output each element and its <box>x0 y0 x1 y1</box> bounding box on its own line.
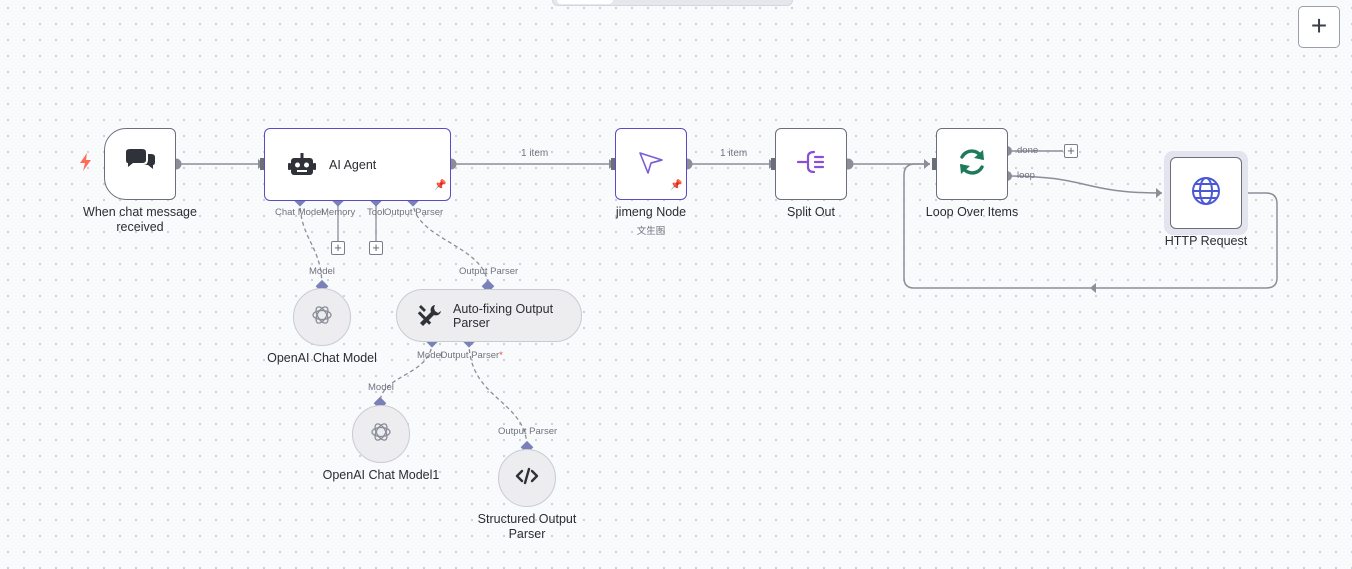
chat-bubbles-icon <box>124 148 156 180</box>
edge-parser-agent <box>412 200 489 288</box>
port-tool: Tool <box>367 207 385 218</box>
chat-trigger-label: When chat message received <box>83 205 197 234</box>
trigger-bolt-icon <box>79 153 93 171</box>
structured-port-label: Output Parser <box>498 426 558 437</box>
port-output-parser: Output Parser <box>384 207 444 218</box>
tools-icon <box>417 303 443 329</box>
jimeng-subtitle: 文生图 <box>636 226 666 237</box>
edge-loop-http <box>1006 175 1163 194</box>
http-request-node[interactable] <box>1170 157 1242 229</box>
refresh-arrows-icon <box>956 146 988 183</box>
auto-fixing-label: Auto-fixing Output Parser <box>453 301 554 330</box>
edge-structured-autofix <box>468 341 528 449</box>
port-loop: loop <box>1017 170 1035 181</box>
jimeng-label: jimeng Node <box>615 205 687 219</box>
add-memory-button[interactable]: + <box>331 241 345 255</box>
required-asterisk: * <box>499 350 503 361</box>
add-tool-button[interactable]: + <box>369 241 383 255</box>
split-out-label: Split Out <box>787 205 835 219</box>
structured-output-parser-node[interactable] <box>498 449 556 507</box>
robot-icon <box>287 152 317 177</box>
add-node-button[interactable]: + <box>1298 6 1340 48</box>
jimeng-node[interactable] <box>615 128 687 200</box>
autofix-output-parser-text: Output Parser <box>440 350 500 361</box>
ai-agent-label: AI Agent <box>329 157 377 172</box>
autofix-top-port-label: Output Parser <box>459 266 519 277</box>
port-chat-model: Chat Model <box>275 207 324 218</box>
openai-icon <box>369 420 393 449</box>
http-request-label: HTTP Request <box>1164 234 1248 248</box>
edge-label-agent-jimeng: 1 item <box>521 148 549 159</box>
openai-chat-model-node[interactable] <box>293 288 351 346</box>
structured-output-parser-label: Structured Output Parser <box>477 512 577 541</box>
openai-chat-model1-label: OpenAI Chat Model1 <box>322 468 440 482</box>
auto-fixing-output-parser-node[interactable]: Auto-fixing Output Parser <box>396 289 582 342</box>
openai-icon <box>310 303 334 332</box>
port-memory: Memory <box>321 207 356 218</box>
openai-chat-model-label: OpenAI Chat Model <box>267 351 377 365</box>
globe-icon <box>1190 175 1222 212</box>
paper-plane-icon <box>637 148 665 181</box>
chat-trigger-node[interactable] <box>104 128 176 200</box>
openai-chat-model1-node[interactable] <box>352 405 410 463</box>
split-out-node[interactable] <box>775 128 847 200</box>
pin-icon: 📌 <box>670 180 683 191</box>
ai-agent-node[interactable]: AI Agent <box>264 128 451 201</box>
autofix-port-output-parser: Output Parser* <box>440 350 503 361</box>
edge-model-agent <box>299 200 323 288</box>
add-done-button[interactable]: + <box>1064 144 1078 158</box>
edge-model1-autofix <box>379 341 433 404</box>
edge-label-jimeng-split: 1 item <box>720 148 748 159</box>
pin-icon: 📌 <box>434 180 447 191</box>
code-icon <box>515 467 539 490</box>
autofix-port-model: Model <box>417 350 443 361</box>
canvas-tab-bar[interactable] <box>552 0 793 6</box>
model-port-label: Model <box>309 266 335 277</box>
port-done: done <box>1017 145 1039 156</box>
active-tab[interactable] <box>557 0 613 4</box>
split-out-icon <box>796 149 826 180</box>
model1-port-label: Model <box>368 382 394 393</box>
loop-over-items-node[interactable] <box>936 128 1008 200</box>
loop-over-items-label: Loop Over Items <box>925 205 1019 219</box>
